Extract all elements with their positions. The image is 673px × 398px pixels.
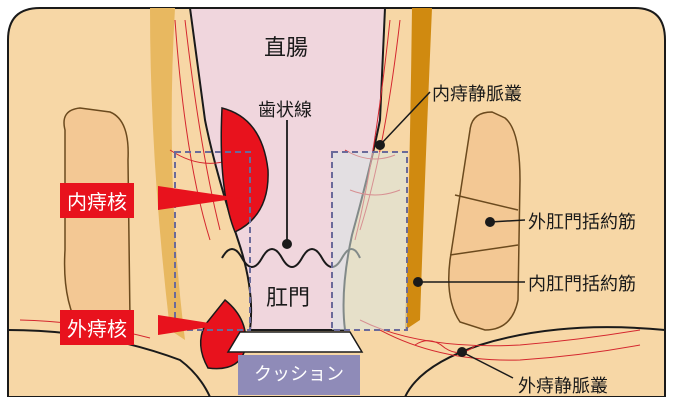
cushion-region bbox=[228, 332, 362, 352]
external-hemorrhoid-label: 外痔核 bbox=[60, 310, 134, 345]
internal-sphincter-label: 内肛門括約筋 bbox=[528, 270, 636, 296]
internal-hemorrhoidal-plexus-label: 内痔静脈叢 bbox=[432, 80, 522, 106]
external-sphincter-label: 外肛門括約筋 bbox=[528, 208, 636, 234]
dentate-line-dot bbox=[282, 239, 292, 249]
internal-hemorrhoid-label: 内痔核 bbox=[60, 183, 134, 218]
rectum-label: 直腸 bbox=[264, 30, 308, 62]
left-outer-muscle bbox=[64, 108, 130, 341]
cushion-label: クッション bbox=[238, 355, 360, 395]
external-hemorrhoidal-plexus-label: 外痔静脈叢 bbox=[518, 372, 608, 398]
dentate-line-label: 歯状線 bbox=[258, 96, 312, 122]
right-dashed-box bbox=[332, 152, 407, 330]
anus-label: 肛門 bbox=[266, 280, 310, 312]
